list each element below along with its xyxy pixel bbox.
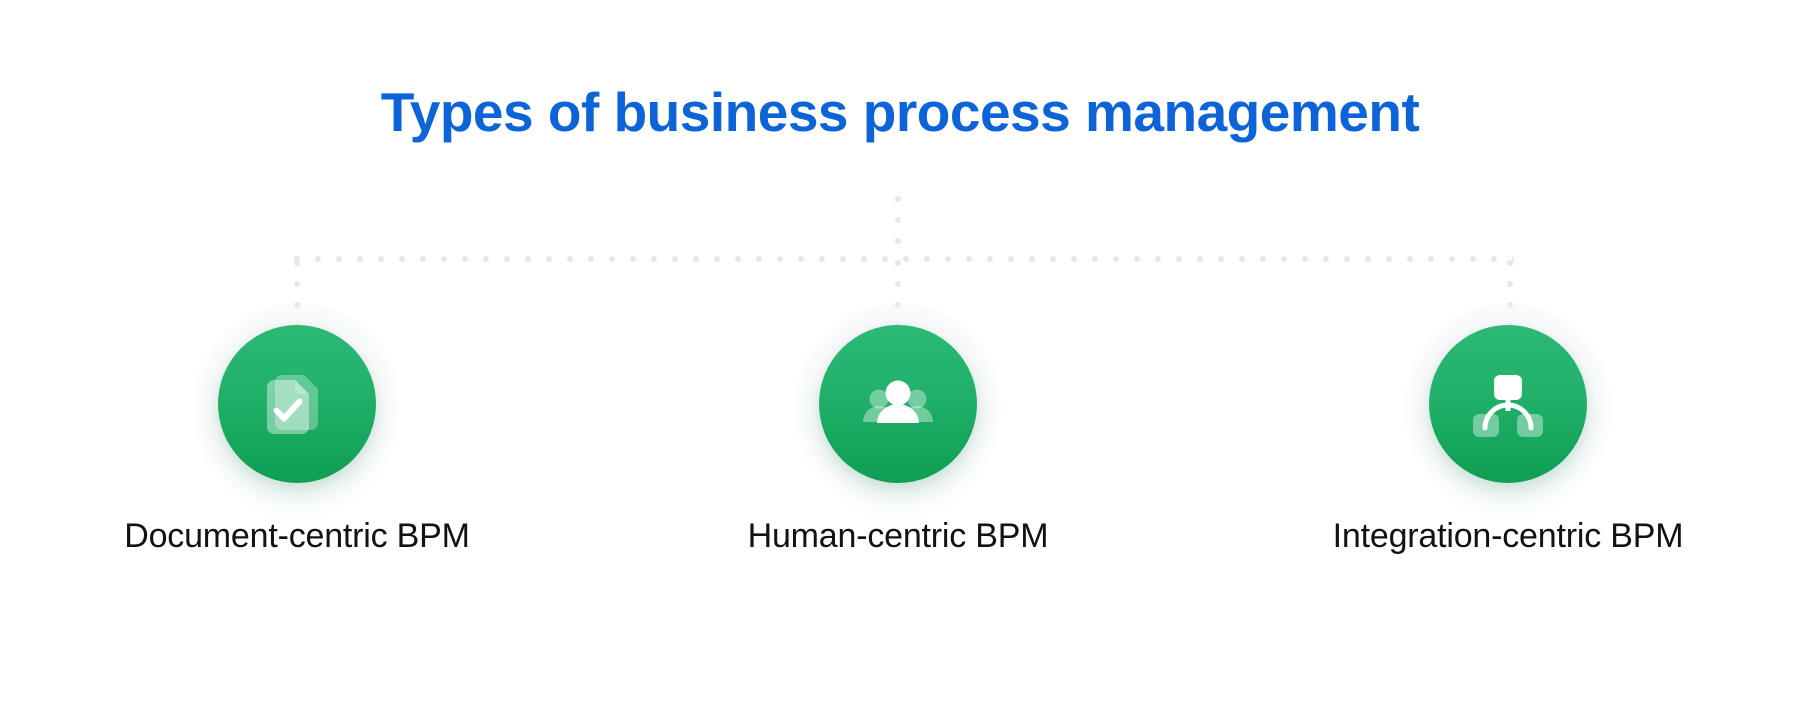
org-chart-icon (1473, 375, 1543, 437)
node-label: Human-centric BPM (747, 517, 1049, 555)
connector-trunk-horizontal (292, 254, 1514, 264)
node-icon-wrap (1403, 303, 1613, 513)
node-circle (218, 325, 376, 483)
node-label: Integration-centric BPM (1332, 517, 1684, 555)
document-check-icon (267, 375, 318, 434)
node-document-centric[interactable]: Document-centric BPM (87, 303, 507, 556)
connector-stem-top (893, 194, 903, 258)
node-icon-wrap (192, 303, 402, 513)
node-circle (819, 325, 977, 483)
page-title: Types of business process management (380, 81, 1420, 143)
people-group-icon (863, 380, 933, 423)
node-circle (1429, 325, 1587, 483)
node-human-centric[interactable]: Human-centric BPM (688, 303, 1108, 556)
node-integration-centric[interactable]: Integration-centric BPM (1298, 303, 1718, 556)
node-label: Document-centric BPM (124, 517, 470, 555)
node-icon-wrap (793, 303, 1003, 513)
